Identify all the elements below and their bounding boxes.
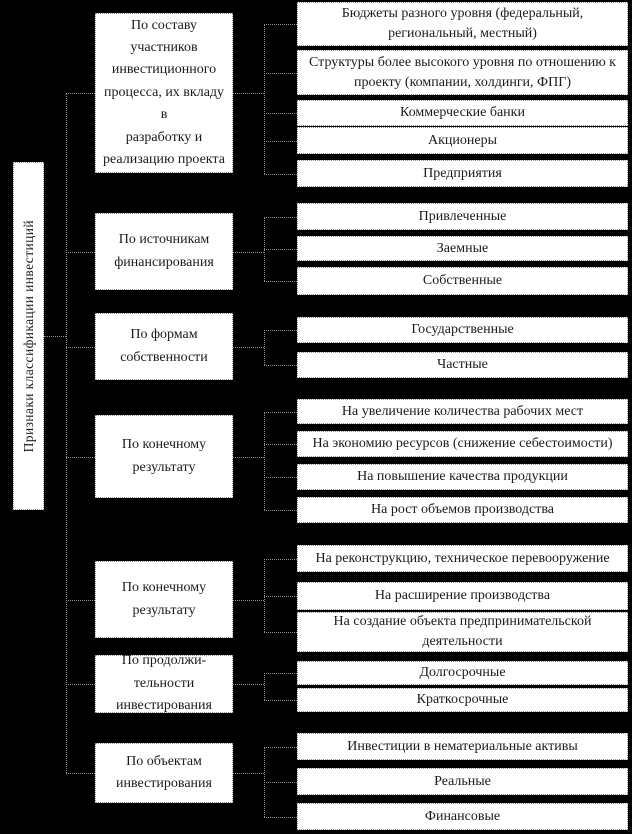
item-box: На рост объемов производства xyxy=(297,497,628,523)
connector-category-branch xyxy=(233,773,264,774)
connector-item-branch xyxy=(264,510,297,511)
connector-item-branch xyxy=(264,281,297,282)
connector-item-branch xyxy=(264,141,297,142)
category-box: По источникам финансирования xyxy=(95,213,233,290)
connector-item-branch xyxy=(264,174,297,175)
connector-right-spine xyxy=(264,559,265,632)
connector-left-branch xyxy=(66,93,95,94)
connector-item-branch xyxy=(264,113,297,114)
connector-left-branch xyxy=(66,600,95,601)
item-box: Государственные xyxy=(297,317,628,343)
connector-left-spine xyxy=(66,93,67,773)
connector-item-branch xyxy=(264,747,297,748)
connector-item-branch xyxy=(264,700,297,701)
connector-category-branch xyxy=(233,457,264,458)
connector-category-branch xyxy=(233,93,264,94)
item-box: На повышение качества продукции xyxy=(297,464,628,490)
item-box: На экономию ресурсов (снижение себестоим… xyxy=(297,431,628,457)
item-box: На увеличение количества рабочих мест xyxy=(297,399,628,424)
connector-item-branch xyxy=(264,559,297,560)
connector-category-branch xyxy=(233,347,264,348)
category-box: По конечному результату xyxy=(95,561,233,638)
connector-left-branch xyxy=(66,684,95,685)
connector-item-branch xyxy=(264,249,297,250)
item-box: Структуры более высокого уровня по отнош… xyxy=(297,50,628,95)
connector-root-branch xyxy=(44,336,66,337)
connector-category-branch xyxy=(233,252,264,253)
item-box: Инвестиции в нематериальные активы xyxy=(297,733,628,760)
root-category-label: Признаки классификации инвестиций xyxy=(20,219,36,453)
item-box: Краткосрочные xyxy=(297,688,628,712)
connector-left-branch xyxy=(66,347,95,348)
connector-item-branch xyxy=(264,365,297,366)
connector-left-branch xyxy=(66,252,95,253)
connector-item-branch xyxy=(264,673,297,674)
item-box: На реконструкцию, техническое перевооруж… xyxy=(297,545,628,572)
root-category-box: Признаки классификации инвестиций xyxy=(13,162,44,510)
connector-right-spine xyxy=(264,412,265,510)
connector-item-branch xyxy=(264,596,297,597)
connector-category-branch xyxy=(233,684,264,685)
connector-item-branch xyxy=(264,817,297,818)
item-box: На расширение производства xyxy=(297,582,628,610)
connector-left-branch xyxy=(66,457,95,458)
connector-right-spine xyxy=(264,24,265,174)
connector-left-branch xyxy=(66,773,95,774)
connector-right-spine xyxy=(264,747,265,817)
connector-item-branch xyxy=(264,444,297,445)
item-box: Коммерческие банки xyxy=(297,100,628,126)
category-box: По составу участников инвестиционного пр… xyxy=(95,13,233,173)
item-box: Финансовые xyxy=(297,803,628,830)
connector-category-branch xyxy=(233,600,264,601)
item-box: Собственные xyxy=(297,267,628,295)
connector-item-branch xyxy=(264,632,297,633)
connector-item-branch xyxy=(264,24,297,25)
connector-item-branch xyxy=(264,782,297,783)
category-box: По конечному результату xyxy=(95,415,233,498)
item-box: Частные xyxy=(297,352,628,378)
item-box: Привлеченные xyxy=(297,203,628,230)
connector-item-branch xyxy=(264,412,297,413)
connector-item-branch xyxy=(264,217,297,218)
item-box: Акционеры xyxy=(297,127,628,154)
connector-right-spine xyxy=(264,217,265,281)
category-box: По формам собственности xyxy=(95,313,233,380)
item-box: Реальные xyxy=(297,768,628,795)
connector-item-branch xyxy=(264,330,297,331)
item-box: Заемные xyxy=(297,236,628,261)
category-box: По продолжи- тельности инвестирования xyxy=(95,653,233,713)
connector-item-branch xyxy=(264,477,297,478)
item-box: Предприятия xyxy=(297,160,628,187)
item-box: Долгосрочные xyxy=(297,661,628,685)
item-box: Бюджеты разного уровня (федеральный, рег… xyxy=(297,2,628,46)
connector-right-spine xyxy=(264,673,265,700)
connector-right-spine xyxy=(264,330,265,365)
connector-item-branch xyxy=(264,73,297,74)
category-box: По объектам инвестирования xyxy=(95,743,233,803)
item-box: На создание объекта предпринимательской … xyxy=(297,612,628,652)
